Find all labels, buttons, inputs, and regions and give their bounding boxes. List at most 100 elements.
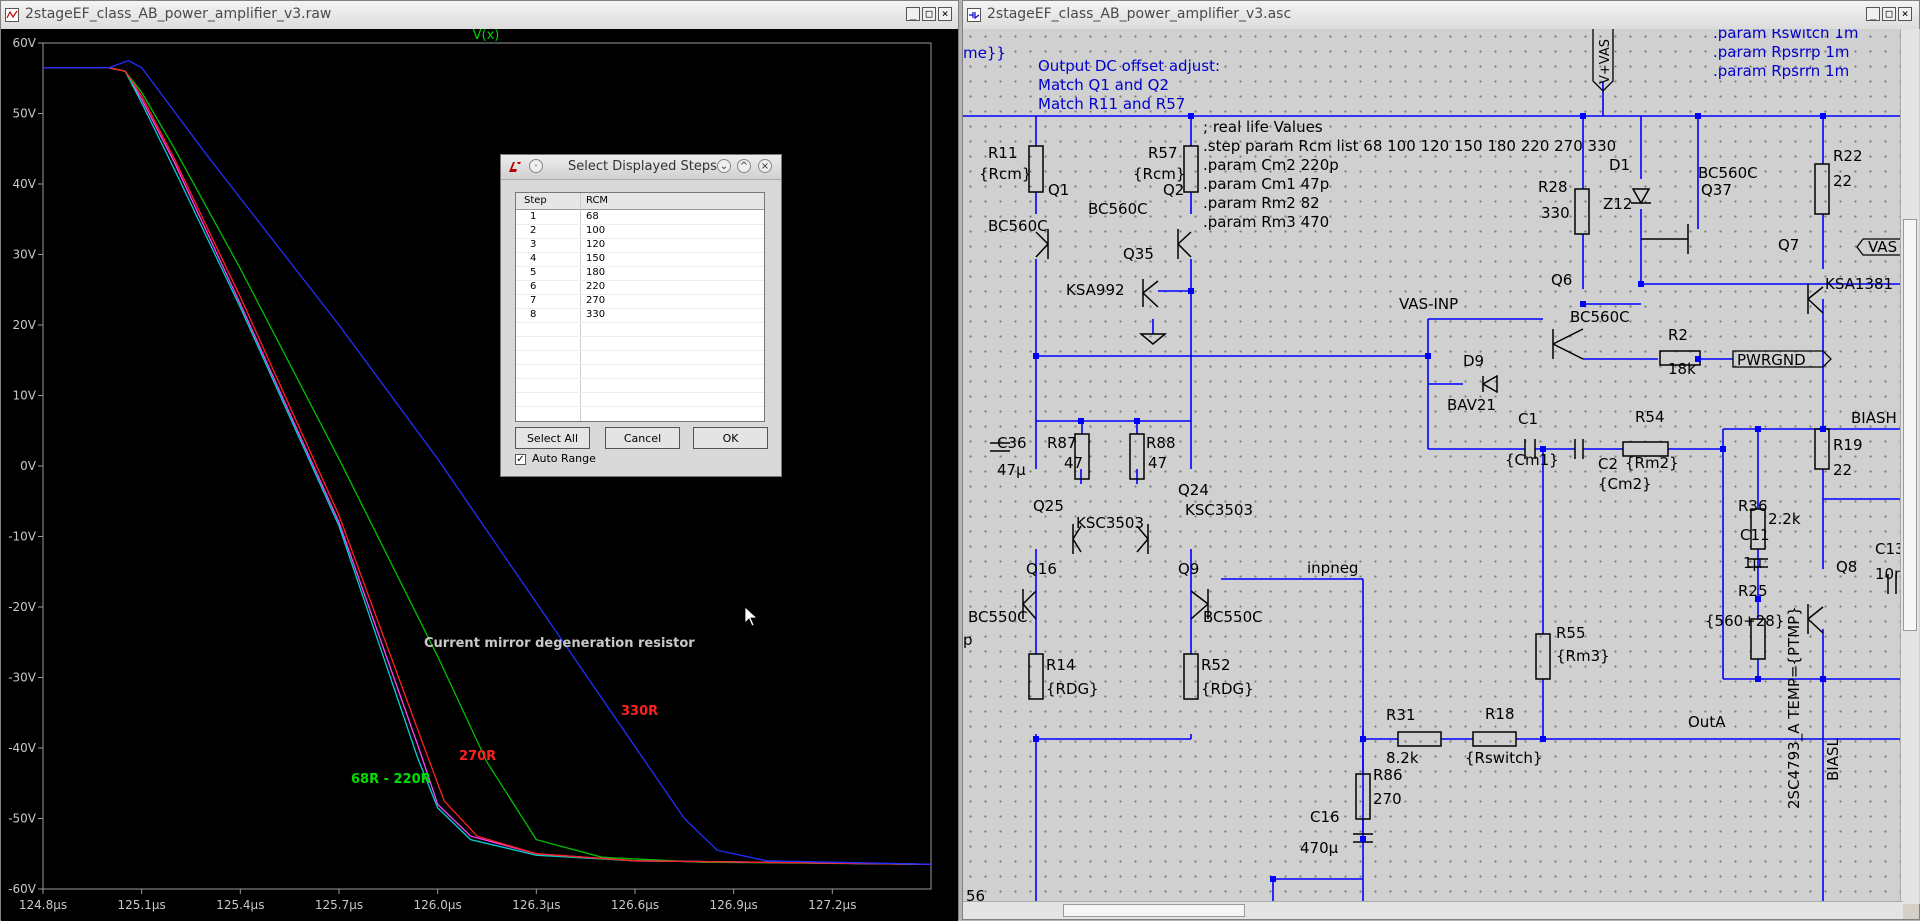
y-tick-label: -20V <box>8 600 37 614</box>
label-d1: D1 <box>1609 156 1630 174</box>
trace-line-5[interactable] <box>43 59 932 865</box>
rcm-cell: 68 <box>586 211 599 222</box>
dialog-maximize-button[interactable]: ^ <box>737 159 751 173</box>
schematic-canvas[interactable]: me}} Output DC offset adjust: Match Q1 a… <box>963 29 1920 904</box>
select-all-button[interactable]: Select All <box>515 427 590 449</box>
label-p: p <box>963 631 973 649</box>
empty-row <box>516 392 764 407</box>
rcm-cell: 150 <box>586 253 606 264</box>
close-button[interactable]: × <box>1898 7 1912 21</box>
label-r22: R22 <box>1833 147 1863 165</box>
label-q16: Q16 <box>1026 560 1057 578</box>
close-button[interactable]: × <box>938 7 952 21</box>
y-tick-label: 60V <box>13 36 37 50</box>
label-r52: R52 <box>1201 656 1231 674</box>
label-470u: 470µ <box>1300 839 1339 857</box>
dialog-menu-button[interactable]: · <box>529 159 543 173</box>
trace-line-2[interactable] <box>43 67 932 865</box>
y-tick-label: 0V <box>20 459 37 473</box>
spice-param-rm3: .param Rm3 470 <box>1203 213 1329 231</box>
label-r14: R14 <box>1046 656 1076 674</box>
label-q37: Q37 <box>1701 181 1732 199</box>
label-q8: Q8 <box>1836 558 1857 576</box>
label-ksa1381: KSA1381 <box>1825 275 1893 293</box>
col-step-header[interactable]: Step <box>524 195 547 206</box>
dialog-close-button[interactable]: × <box>758 159 772 173</box>
spice-comment: ; real life Values <box>1203 118 1323 136</box>
step-cell: 2 <box>530 225 537 236</box>
label-r54: R54 <box>1635 408 1665 426</box>
label-d9: D9 <box>1463 352 1484 370</box>
waveform-window-icon <box>5 8 19 22</box>
dialog-titlebar[interactable]: · Select Displayed Steps ⌄ ^ × <box>501 155 781 180</box>
table-row[interactable]: 5 180 <box>516 266 764 281</box>
label-rm2: {Rm2} <box>1625 454 1679 472</box>
waveform-titlebar[interactable]: 2stageEF_class_AB_power_amplifier_v3.raw… <box>1 1 958 30</box>
x-tick-label: 126.3µs <box>512 898 560 912</box>
trace-line-3[interactable] <box>43 67 932 865</box>
label-1u: 1µ <box>1743 554 1763 572</box>
select-displayed-steps-dialog: · Select Displayed Steps ⌄ ^ × Step RCM … <box>500 154 782 477</box>
trace-label[interactable]: V(x) <box>473 29 500 43</box>
step-cell: 7 <box>530 295 537 306</box>
auto-range-checkbox[interactable]: ✓ <box>515 454 526 465</box>
schematic-horizontal-scrollbar[interactable] <box>963 901 1903 919</box>
horizontal-scroll-thumb[interactable] <box>1063 904 1245 917</box>
empty-row <box>516 364 764 379</box>
schematic-wires <box>963 81 1901 904</box>
rcm-cell: 180 <box>586 267 606 278</box>
maximize-button[interactable]: □ <box>1882 7 1896 21</box>
trace-line-4[interactable] <box>43 67 932 865</box>
ok-button[interactable]: OK <box>693 427 768 449</box>
mouse-cursor-icon <box>744 606 759 627</box>
spice-param-rm2: .param Rm2 82 <box>1203 194 1320 212</box>
label-r18: R18 <box>1485 705 1515 723</box>
label-q7: Q7 <box>1778 236 1799 254</box>
dialog-shade-button[interactable]: ⌄ <box>717 159 731 173</box>
label-r36: R36 <box>1738 497 1768 515</box>
empty-row <box>516 350 764 365</box>
offset-note-line1: Output DC offset adjust: <box>1038 57 1220 75</box>
column-divider <box>580 193 581 421</box>
label-rm3: {Rm3} <box>1556 647 1610 665</box>
x-tick-label: 126.6µs <box>611 898 659 912</box>
minimize-button[interactable]: _ <box>906 7 920 21</box>
label-rcm-b: {Rcm} <box>1133 165 1185 183</box>
spice-param-cm1: .param Cm1 47p <box>1203 175 1329 193</box>
step-cell: 6 <box>530 281 537 292</box>
empty-row <box>516 322 764 337</box>
trace-line-1[interactable] <box>43 67 932 865</box>
maximize-button[interactable]: □ <box>922 7 936 21</box>
label-q9: Q9 <box>1178 560 1199 578</box>
col-rcm-header[interactable]: RCM <box>586 195 609 206</box>
net-inpneg: inpneg <box>1307 559 1358 577</box>
offset-note-line2: Match Q1 and Q2 <box>1038 76 1169 94</box>
step-cell: 5 <box>530 267 537 278</box>
label-22a: 22 <box>1833 172 1852 190</box>
y-tick-label: 10V <box>13 389 37 403</box>
schematic-vertical-scrollbar[interactable] <box>1900 29 1919 904</box>
net-biash: BIASH <box>1851 409 1897 427</box>
schematic-window-icon <box>967 8 981 22</box>
net-vas-inp: VAS-INP <box>1399 295 1458 313</box>
waveform-chart[interactable]: V(x) 60V50V40V30V20V10V0V-10V-20V-30V-40… <box>1 29 958 921</box>
cancel-button[interactable]: Cancel <box>605 427 680 449</box>
minimize-button[interactable]: _ <box>1866 7 1880 21</box>
rcm-cell: 120 <box>586 239 606 250</box>
y-tick-label: -50V <box>8 812 37 826</box>
vertical-scroll-thumb[interactable] <box>1903 219 1917 631</box>
x-tick-label: 127.2µs <box>808 898 856 912</box>
schematic-titlebar[interactable]: 2stageEF_class_AB_power_amplifier_v3.asc… <box>963 1 1919 30</box>
label-rswitch: {Rswitch} <box>1465 749 1542 767</box>
annotation-270r: 270R <box>459 749 496 764</box>
schematic-drawing[interactable]: me}} Output DC offset adjust: Match Q1 a… <box>963 29 1901 904</box>
